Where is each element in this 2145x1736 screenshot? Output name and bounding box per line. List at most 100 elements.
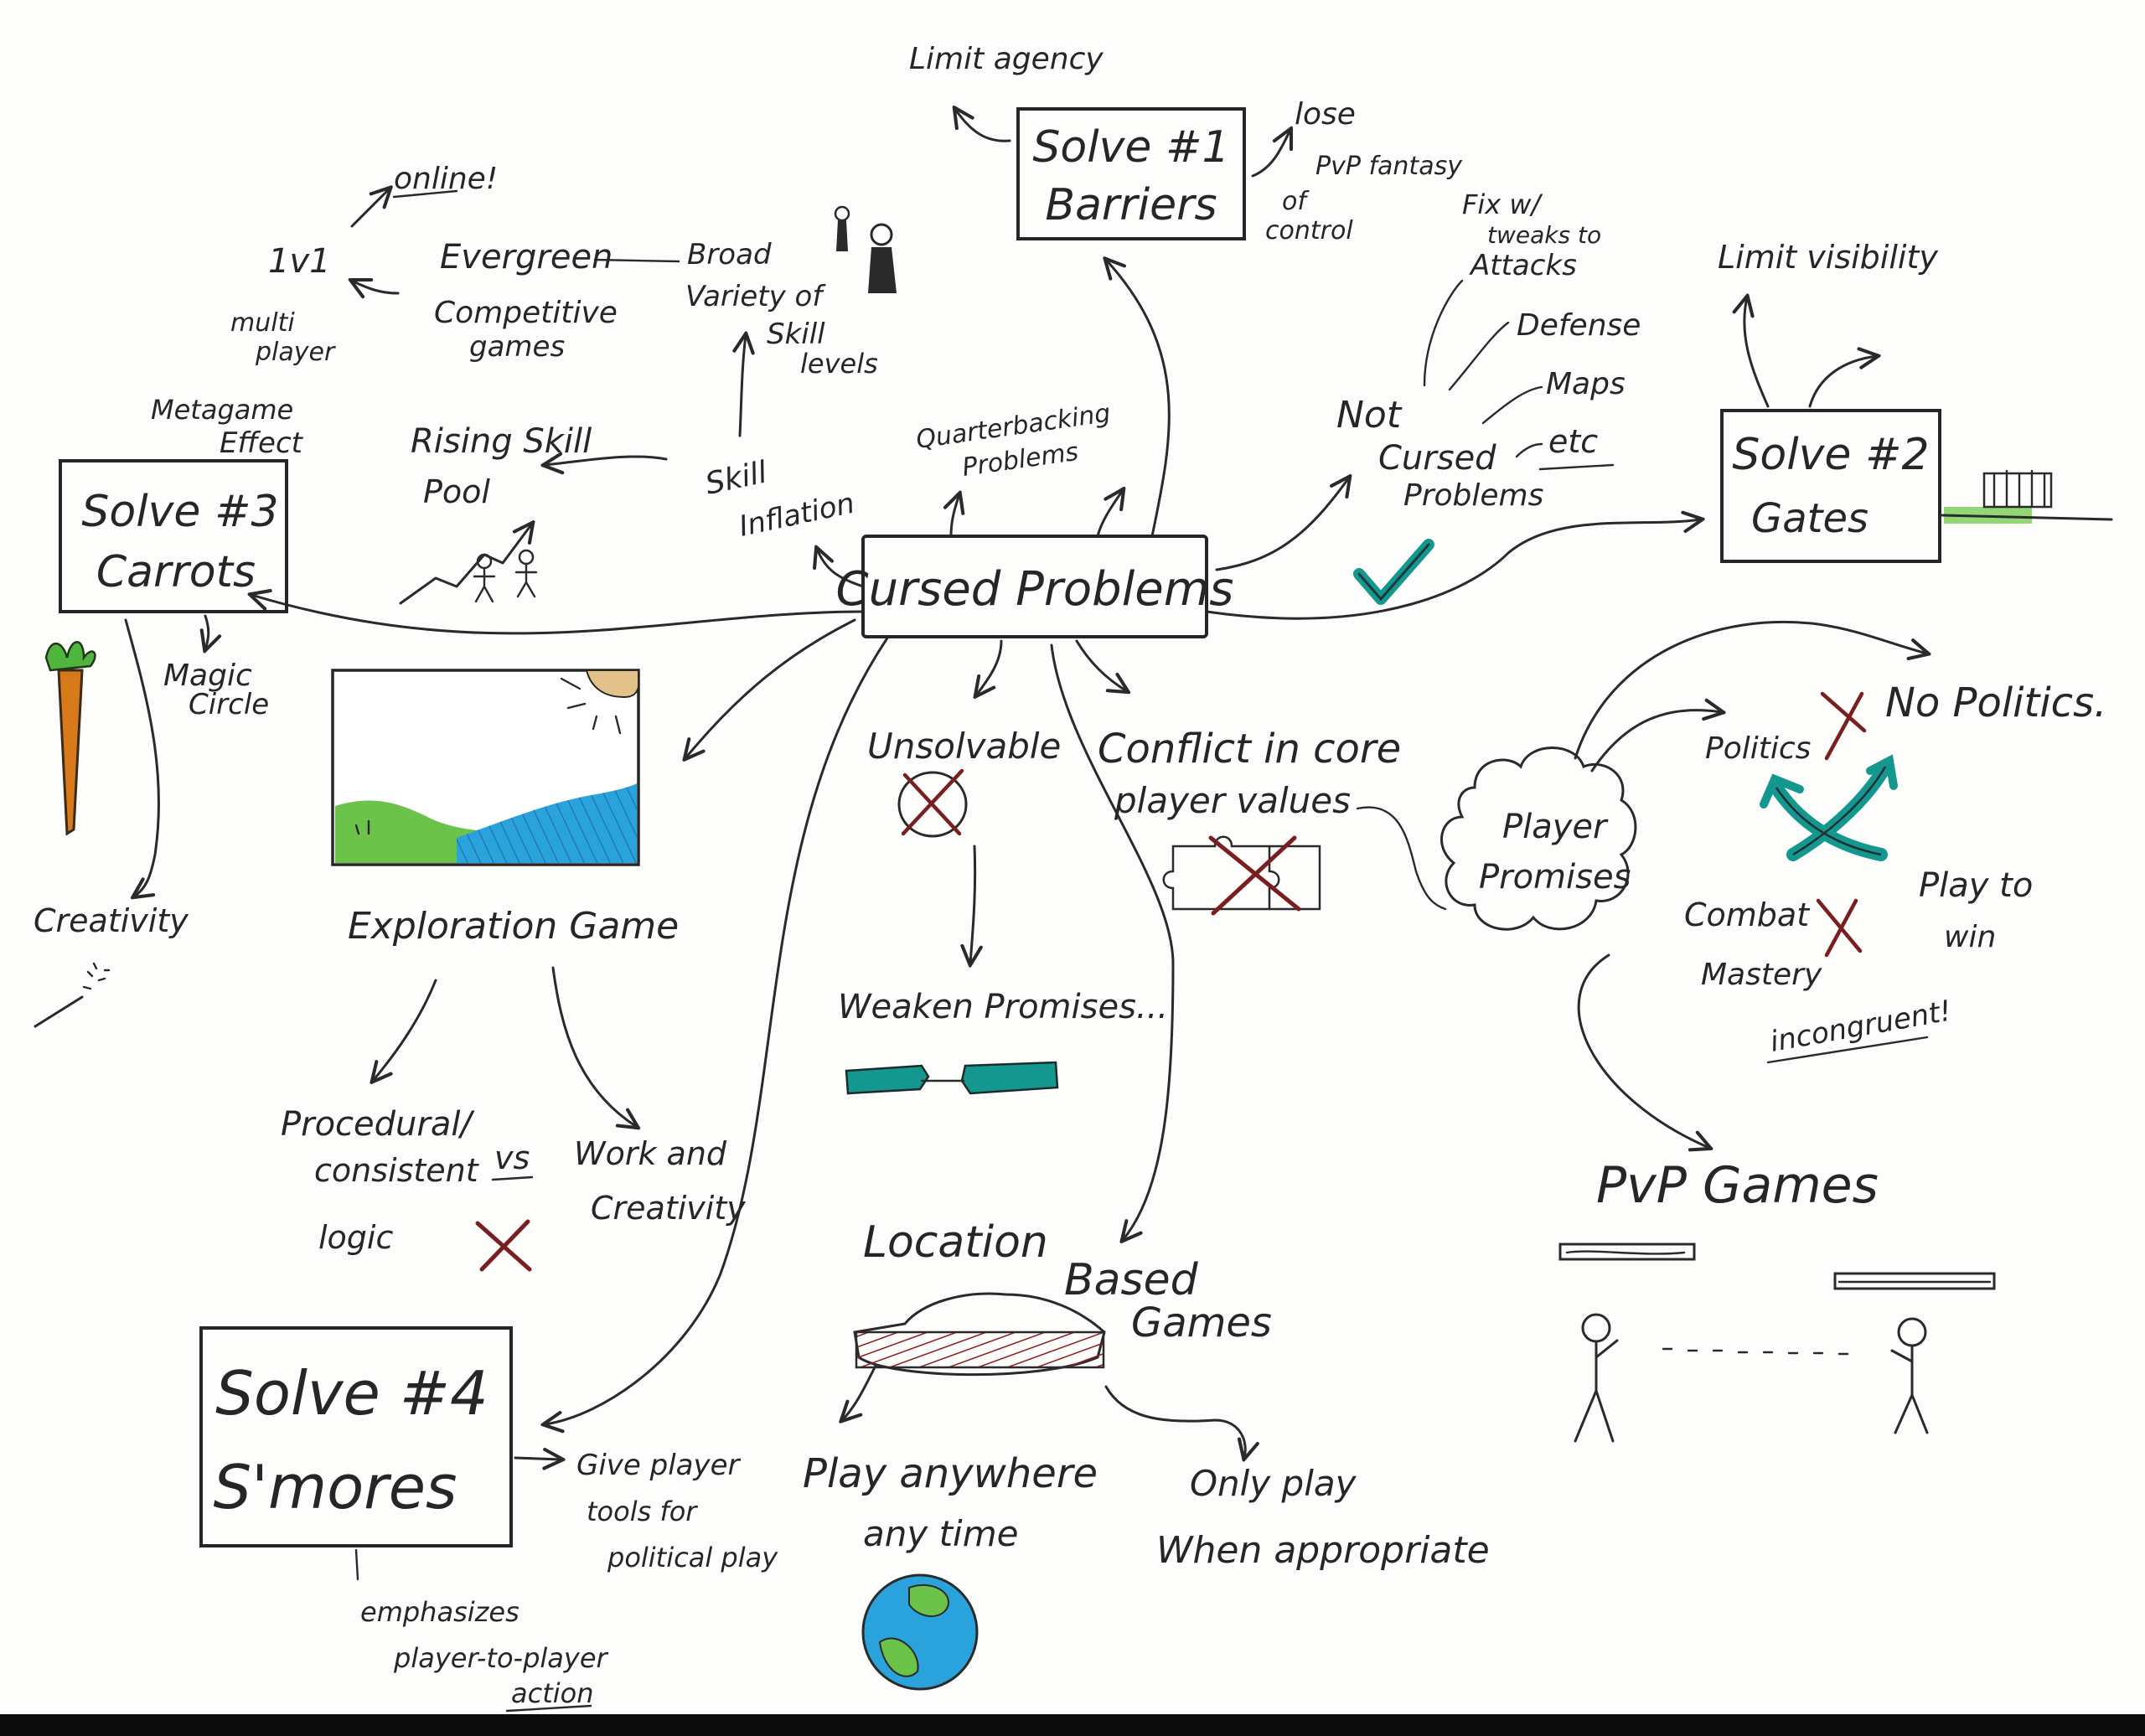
smores-box bbox=[199, 1326, 513, 1547]
procedural-1: consistent bbox=[314, 1152, 480, 1189]
emph-underline bbox=[505, 1704, 592, 1713]
emph-2: action bbox=[511, 1677, 594, 1709]
nc-maps: Maps bbox=[1546, 367, 1626, 401]
barriers-subtitle: Barriers bbox=[1045, 180, 1217, 230]
evergreen-0: Evergreen bbox=[440, 238, 612, 276]
barriers-lose-3: control bbox=[1265, 216, 1353, 245]
connector-skill-broad bbox=[740, 335, 746, 437]
pvp-label: PvP Games bbox=[1596, 1156, 1879, 1215]
smores-subtitle: S'mores bbox=[213, 1452, 457, 1522]
connector-smores-tools bbox=[514, 1458, 561, 1460]
connector-center-exploration bbox=[685, 618, 856, 758]
connector-carrots-creativity bbox=[124, 618, 160, 896]
connector-gates-limit bbox=[1744, 297, 1770, 408]
connector-nc-maps bbox=[1481, 385, 1543, 425]
incongruent-underline bbox=[1766, 1036, 1929, 1064]
connector-center-quarterback-2 bbox=[1096, 490, 1123, 538]
connector-gates-up bbox=[1808, 356, 1877, 408]
unsolvable-label: Unsolvable bbox=[867, 726, 1061, 767]
x-mark-politics bbox=[1820, 691, 1867, 761]
connector-center-carrots bbox=[251, 595, 865, 635]
gates-title: Solve #2 bbox=[1732, 430, 1929, 480]
x-mark-combat bbox=[1816, 898, 1863, 958]
crossed-arrows-icon bbox=[1760, 754, 1898, 861]
connector-pvp bbox=[1577, 953, 1709, 1148]
connector-location-appropriate bbox=[1104, 1385, 1245, 1458]
connector-nc-defense bbox=[1448, 321, 1510, 391]
evergreen-2: games bbox=[469, 330, 565, 364]
rising-0: Rising Skill bbox=[411, 422, 592, 461]
nc-fix-0: Fix w/ bbox=[1462, 189, 1543, 220]
gates-box bbox=[1720, 409, 1941, 563]
combat-0: Combat bbox=[1684, 896, 1811, 933]
connector-barriers-limit bbox=[955, 109, 1011, 142]
connector-center-smores bbox=[545, 635, 890, 1424]
solve-smores: Solve #4 S'mores Give player tools for p… bbox=[199, 1326, 778, 1713]
connector-center-quarterback bbox=[951, 494, 959, 538]
connector-barriers-lose bbox=[1251, 130, 1290, 178]
puzzle-icon bbox=[1162, 835, 1321, 916]
smores-title: Solve #4 bbox=[215, 1358, 488, 1429]
checkmark-icon bbox=[1353, 539, 1434, 605]
ground-line bbox=[1941, 514, 2113, 521]
broad-3: levels bbox=[800, 348, 878, 380]
carrots-subtitle: Carrots bbox=[96, 547, 256, 597]
incongruent-label: incongruent! bbox=[1768, 995, 1954, 1059]
conflict-0: Conflict in core bbox=[1098, 726, 1401, 772]
gates-limit: Limit visibility bbox=[1718, 239, 1938, 276]
connector-nc-fix bbox=[1423, 279, 1464, 387]
combat-1: Mastery bbox=[1701, 958, 1822, 992]
location-2: Games bbox=[1131, 1299, 1272, 1346]
nc-fix-2: Attacks bbox=[1469, 249, 1577, 282]
barriers-lose-1: PvP fantasy bbox=[1315, 152, 1463, 181]
barriers-box bbox=[1016, 107, 1246, 240]
connector-center-conflict bbox=[1075, 639, 1127, 691]
car-icon bbox=[853, 1292, 1106, 1377]
tools-2: political play bbox=[607, 1542, 778, 1573]
people-icon bbox=[834, 205, 897, 293]
connector-smores-emph bbox=[354, 1548, 359, 1581]
connector-skill-rising bbox=[545, 457, 668, 465]
no-politics-label: No Politics. bbox=[1885, 679, 2106, 726]
multi-0: multi bbox=[230, 308, 295, 338]
location-1: Based bbox=[1064, 1255, 1199, 1305]
creativity-label: Creativity bbox=[34, 902, 189, 939]
connector-nc-etc bbox=[1515, 442, 1543, 458]
connector-center-skill bbox=[817, 549, 865, 588]
nc-fix-1: tweaks to bbox=[1487, 221, 1601, 249]
work-1: Creativity bbox=[591, 1190, 746, 1227]
pvp-figures-icon bbox=[1558, 1243, 1996, 1443]
connector-center-location bbox=[1050, 643, 1175, 1240]
vs-label: vs bbox=[494, 1139, 530, 1176]
x-mark-icon bbox=[475, 1219, 532, 1272]
nc-etc-underline bbox=[1538, 463, 1615, 471]
connector-unsolvable-weaken bbox=[970, 845, 975, 964]
globe-icon bbox=[861, 1573, 979, 1691]
solve-barriers: Solve #1 Barriers Limit agency lose PvP … bbox=[909, 42, 1463, 245]
rising-skill-icon bbox=[399, 524, 538, 605]
broad-0: Broad bbox=[687, 238, 772, 271]
connector-1v1-online bbox=[350, 189, 390, 228]
broken-bar-icon bbox=[845, 1061, 1059, 1095]
multi-1: player bbox=[255, 338, 336, 367]
tools-1: tools for bbox=[587, 1496, 698, 1527]
skill-infl-0: Skill bbox=[702, 455, 770, 501]
connector-location-anywhere bbox=[842, 1364, 877, 1420]
emph-0: emphasizes bbox=[360, 1596, 519, 1628]
connector-center-not-cursed bbox=[1215, 478, 1349, 571]
procedural-2: logic bbox=[318, 1219, 393, 1256]
connector-exp-procedural bbox=[373, 979, 437, 1081]
magic-0: Magic bbox=[163, 659, 252, 693]
carrots-title: Solve #3 bbox=[81, 487, 278, 537]
online-underline bbox=[392, 189, 458, 199]
exploration-group: Exploration Game Procedural/ consistent … bbox=[281, 669, 746, 1272]
rising-1: Pool bbox=[423, 473, 490, 510]
connector-cloud-nopolitics bbox=[1574, 620, 1927, 760]
solve-carrots: Solve #3 Carrots Metagame Effect Magic C… bbox=[34, 394, 304, 1028]
procedural-0: Procedural/ bbox=[281, 1105, 475, 1144]
cloud-1: Promises bbox=[1479, 858, 1631, 896]
unsolvable-group: Unsolvable Weaken Promises... bbox=[838, 726, 1168, 1095]
conflict-1: player values bbox=[1114, 780, 1351, 821]
broad-2: Skill bbox=[767, 318, 825, 351]
barriers-limit: Limit agency bbox=[909, 42, 1104, 76]
